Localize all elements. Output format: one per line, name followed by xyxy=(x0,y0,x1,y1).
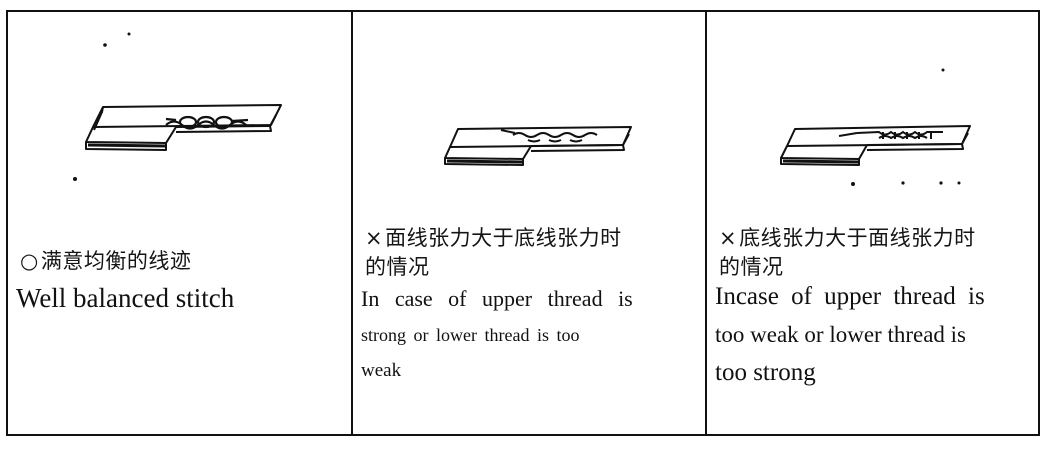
fabric-stitch-icon xyxy=(73,32,282,181)
stitch-illustration-upper-strong xyxy=(353,12,705,212)
fabric-stitch-icon xyxy=(444,126,632,166)
cropped-heading-fragment xyxy=(0,0,1047,10)
caption-zh-text: 面线张力大于底线张力时 xyxy=(385,226,622,250)
ng-symbol: × xyxy=(365,226,384,250)
stitch-tension-table: ○满意均衡的线迹 Well balanced stitch xyxy=(6,10,1040,436)
caption-en-line: too strong xyxy=(715,359,816,386)
ng-symbol: × xyxy=(719,226,738,250)
fabric-stitch-icon xyxy=(780,68,971,186)
caption-zh-upper-strong: ×面线张力大于底线张力时 的情况 xyxy=(365,224,695,282)
stitch-illustration-balanced xyxy=(8,12,351,212)
stitch-illustration-lower-strong xyxy=(707,12,1038,212)
caption-en-line: strong or lower thread is too xyxy=(361,325,580,345)
column-balanced-stitch: ○满意均衡的线迹 Well balanced stitch xyxy=(8,12,353,434)
column-upper-tension-strong: ×面线张力大于底线张力时 的情况 In case of upper thread… xyxy=(353,12,707,434)
caption-en-line: In case of upper thread is xyxy=(361,286,633,311)
caption-en-balanced: Well balanced stitch xyxy=(16,282,234,314)
caption-en-line: too weak or lower thread is xyxy=(715,322,967,347)
caption-zh-text: 满意均衡的线迹 xyxy=(40,249,192,273)
caption-en-lower-strong: Incase of upper thread is too weak or lo… xyxy=(715,278,1040,392)
caption-en-line: Incase of upper thread is xyxy=(715,283,985,310)
caption-zh-balanced: ○满意均衡的线迹 xyxy=(20,247,191,276)
caption-en-line: weak xyxy=(361,360,402,381)
ok-symbol: ○ xyxy=(20,249,39,273)
caption-zh-lower-strong: ×底线张力大于面线张力时 的情况 xyxy=(719,224,1047,282)
caption-en-upper-strong: In case of upper thread is strong or low… xyxy=(361,281,696,389)
caption-zh-text: 底线张力大于面线张力时 xyxy=(739,226,976,250)
caption-zh-text: 的情况 xyxy=(719,255,784,279)
caption-zh-text: 的情况 xyxy=(365,255,430,279)
column-lower-tension-strong: ×底线张力大于面线张力时 的情况 Incase of upper thread … xyxy=(707,12,1038,434)
caption-en-line: Well balanced stitch xyxy=(16,283,235,313)
